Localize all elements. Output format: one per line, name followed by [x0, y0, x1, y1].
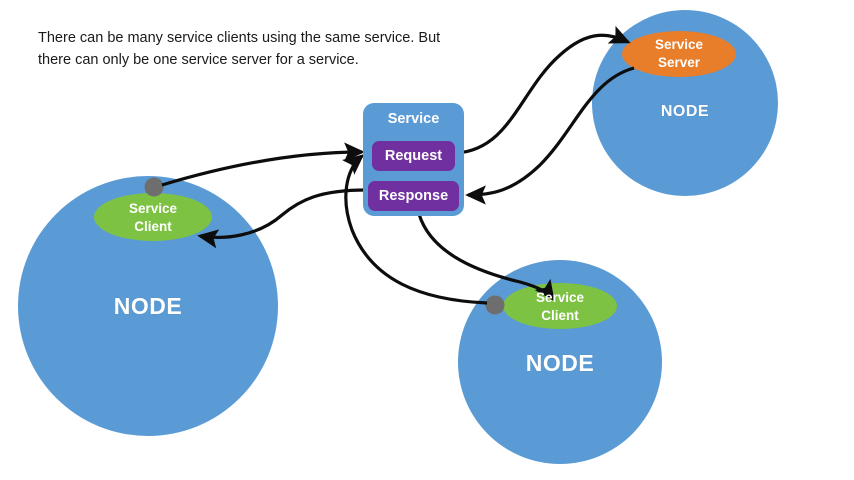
service-client-label-left: Service Client: [128, 201, 178, 235]
arrow-client-bottom-to-request: [342, 154, 488, 305]
response-chip[interactable]: Response: [368, 181, 459, 211]
response-chip-label: Response: [378, 187, 449, 204]
service-client-ellipse-left[interactable]: [94, 193, 212, 241]
node-label-top-right: NODE: [660, 103, 710, 120]
node-label-left: NODE: [113, 293, 183, 319]
diagram-caption: There can be many service clients using …: [38, 30, 441, 69]
request-chip[interactable]: Request: [372, 141, 455, 171]
request-chip-label: Request: [384, 147, 443, 164]
arrow-server-to-response: [465, 66, 635, 205]
arrow-response-to-client-bottom: [417, 213, 555, 302]
arrow-client-left-to-request: [161, 142, 365, 187]
service-server-ellipse[interactable]: [622, 31, 736, 77]
connector-dot-bottom-node[interactable]: [485, 295, 505, 315]
connector-dot-left-node[interactable]: [144, 177, 164, 197]
node-label-bottom: NODE: [525, 350, 595, 376]
service-box-title: Service: [387, 111, 440, 127]
service-client-label-bottom: Service Client: [535, 290, 585, 324]
arrow-request-to-server: [455, 25, 631, 155]
service-server-label: Service Server: [654, 37, 704, 71]
service-client-ellipse-bottom[interactable]: [503, 283, 617, 329]
arrow-response-to-client-left: [197, 188, 367, 249]
